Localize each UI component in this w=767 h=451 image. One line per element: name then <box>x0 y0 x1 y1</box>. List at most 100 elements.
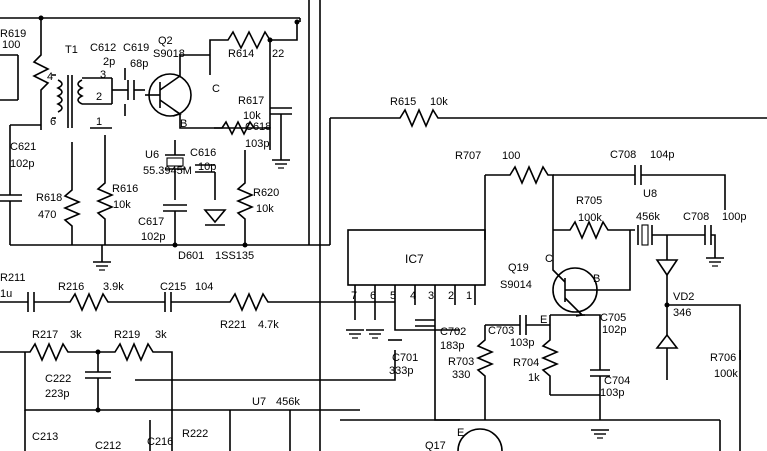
label-c702: C702 <box>440 326 466 338</box>
t1-pin-4: 4 <box>47 71 53 83</box>
ic7-pin-3: 3 <box>428 290 434 302</box>
value-c705: 102p <box>602 324 626 336</box>
label-c216: C216 <box>147 436 173 448</box>
label-c703: C703 <box>488 325 514 337</box>
label-r217: R217 <box>32 329 58 341</box>
value-c619: 68p <box>130 58 148 70</box>
label-c708-top: C708 <box>610 149 636 161</box>
label-r615: R615 <box>390 96 416 108</box>
value-r216: 3.9k <box>103 281 124 293</box>
ic7-pin-1: 1 <box>466 290 472 302</box>
label-u7: U7 <box>252 396 266 408</box>
label-c704: C704 <box>604 375 630 387</box>
label-c215: C215 <box>160 281 186 293</box>
value-c215: 104 <box>195 281 213 293</box>
ic7-pin-5: 5 <box>390 290 396 302</box>
label-r707: R707 <box>455 150 481 162</box>
value-c702: 183p <box>440 340 464 352</box>
label-r704: R704 <box>513 357 539 369</box>
value-r620: 10k <box>256 203 274 215</box>
label-r614: R614 <box>228 48 254 60</box>
label-u6: U6 <box>145 149 159 161</box>
q17-pin-e: E <box>457 427 464 439</box>
label-c621: C621 <box>10 141 36 153</box>
q19-pin-e: E <box>540 314 547 326</box>
label-c705: C705 <box>600 312 626 324</box>
t1-pin-3: 3 <box>100 69 106 81</box>
lower-left-section <box>0 292 721 451</box>
label-t1: T1 <box>65 44 78 56</box>
label-c222: C222 <box>45 373 71 385</box>
t1-pin-2: 2 <box>96 91 102 103</box>
value-r617: 10k <box>243 110 261 122</box>
value-vd2: 346 <box>673 307 691 319</box>
value-c701: 333p <box>389 365 413 377</box>
label-r706: R706 <box>710 352 736 364</box>
label-r617: R617 <box>238 95 264 107</box>
t1-pin-6: 6 <box>50 116 56 128</box>
ic7-section <box>330 108 767 451</box>
value-c618: 103p <box>245 138 269 150</box>
label-ic7: IC7 <box>405 252 424 266</box>
value-u7: 456k <box>276 396 300 408</box>
label-q2: Q2 <box>158 35 173 47</box>
t1-pin-1: 1 <box>96 116 102 128</box>
value-c612: 2p <box>103 56 115 68</box>
value-r706: 100k <box>714 368 738 380</box>
value-u8: 456k <box>636 211 660 223</box>
part-q19: S9014 <box>500 279 532 291</box>
value-c222: 223p <box>45 388 69 400</box>
ic7-pin-2: 2 <box>448 290 454 302</box>
q19-pin-b: B <box>593 273 600 285</box>
value-c704: 103p <box>600 387 624 399</box>
label-r222: R222 <box>182 428 208 440</box>
value-r618: 470 <box>38 209 56 221</box>
value-r211: 1u <box>0 288 12 300</box>
value-r705: 100k <box>578 212 602 224</box>
value-u6: 55.3945M <box>143 165 192 177</box>
label-c612: C612 <box>90 42 116 54</box>
value-r704: 1k <box>528 372 540 384</box>
value-r219: 3k <box>155 329 167 341</box>
label-c212: C212 <box>95 440 121 451</box>
value-r217: 3k <box>70 329 82 341</box>
label-c708-right: C708 <box>683 211 709 223</box>
value-c708-top: 104p <box>650 149 674 161</box>
label-r216: R216 <box>58 281 84 293</box>
label-r616: R616 <box>112 183 138 195</box>
ic7-pin-6: 6 <box>370 290 376 302</box>
label-c701: C701 <box>392 352 418 364</box>
part-d601: 1SS135 <box>215 250 254 262</box>
value-r703: 330 <box>452 369 470 381</box>
q2-pin-c: C <box>212 83 220 95</box>
component-labels: R619 100 T1 3 4 2 1 6 C612 2p C619 68p Q… <box>0 28 746 451</box>
label-c616: C616 <box>190 147 216 159</box>
label-r221: R221 <box>220 319 246 331</box>
value-r707: 100 <box>502 150 520 162</box>
label-r705: R705 <box>576 195 602 207</box>
label-c618: C618 <box>245 121 271 133</box>
label-u8: U8 <box>643 188 657 200</box>
value-c617: 102p <box>141 231 165 243</box>
ic7-pin-7: 7 <box>351 290 357 302</box>
value-c703: 103p <box>510 337 534 349</box>
value-r616: 10k <box>113 199 131 211</box>
ic7-pin-4: 4 <box>410 290 416 302</box>
value-r614: 22 <box>272 48 284 60</box>
label-r618: R618 <box>36 192 62 204</box>
label-r703: R703 <box>448 356 474 368</box>
value-c616: 10p <box>198 161 216 173</box>
label-r619: R619 <box>0 28 26 40</box>
value-r619: 100 <box>2 39 20 51</box>
q2-pin-b: B <box>180 118 187 130</box>
label-r211: R211 <box>0 272 25 284</box>
label-q17: Q17 <box>425 440 446 451</box>
oscillator-section <box>0 0 331 451</box>
label-r620: R620 <box>253 187 279 199</box>
label-d601: D601 <box>178 250 204 262</box>
label-c617: C617 <box>138 216 164 228</box>
label-r219: R219 <box>114 329 140 341</box>
value-r221: 4.7k <box>258 319 279 331</box>
q19-pin-c: C <box>545 253 553 265</box>
